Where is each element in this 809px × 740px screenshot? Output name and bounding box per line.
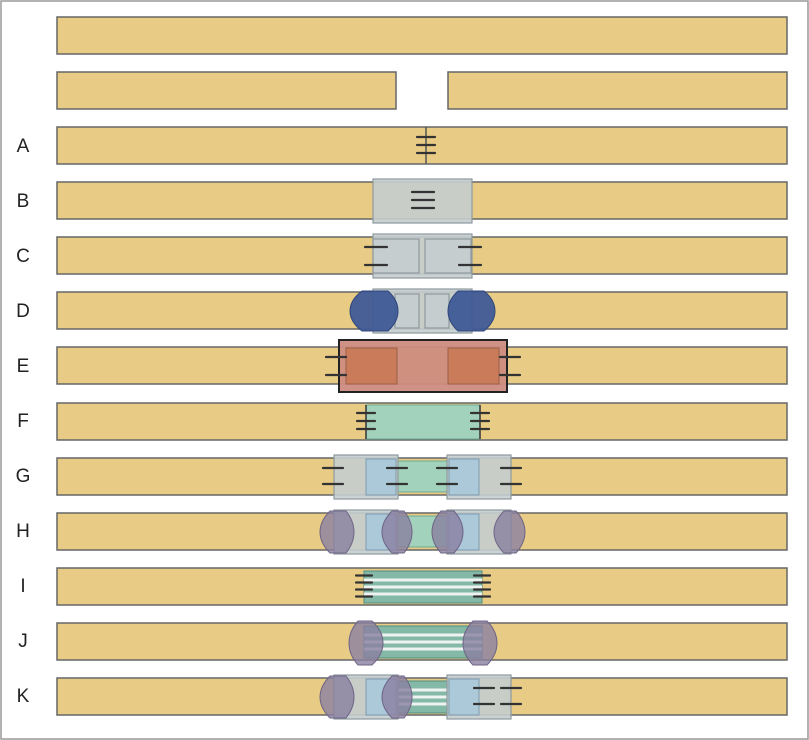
bridge-g bbox=[397, 460, 453, 493]
intact-bone bbox=[56, 16, 788, 55]
row-label-h: H bbox=[16, 521, 30, 542]
row-j: J bbox=[18, 620, 788, 666]
screw-group-k-3 bbox=[472, 686, 496, 706]
row-e: E bbox=[17, 339, 788, 393]
row-h: H bbox=[16, 509, 788, 555]
screw-group-i-right bbox=[472, 574, 492, 598]
screw-group-g-1 bbox=[321, 466, 345, 486]
end-cap-k-1 bbox=[319, 675, 355, 719]
row-c: C bbox=[16, 233, 788, 279]
row-fracture bbox=[56, 71, 788, 110]
insert-e-right bbox=[447, 347, 500, 385]
row-i: I bbox=[20, 567, 788, 606]
row-a: A bbox=[17, 126, 788, 165]
row-k: K bbox=[17, 674, 788, 720]
plate-d-right-half bbox=[424, 293, 450, 329]
row-d: D bbox=[16, 288, 788, 334]
row-f: F bbox=[17, 402, 788, 441]
row-label-i: I bbox=[20, 576, 25, 597]
row-g: G bbox=[16, 454, 788, 500]
screw-group-e-left bbox=[324, 355, 348, 377]
plate-g-left-insert bbox=[365, 458, 397, 496]
end-cap-h-1 bbox=[319, 510, 355, 554]
row-label-g: G bbox=[16, 466, 31, 487]
row-label-k: K bbox=[17, 686, 30, 707]
end-cap-j-left bbox=[348, 620, 384, 666]
row-label-b: B bbox=[17, 191, 30, 212]
plate-d-left-half bbox=[394, 293, 420, 329]
row-b: B bbox=[17, 178, 788, 224]
end-cap-h-2 bbox=[381, 510, 413, 554]
row-label-f: F bbox=[17, 411, 29, 432]
bridge-f bbox=[365, 404, 481, 440]
row-label-j: J bbox=[18, 631, 28, 652]
end-cap-h-4 bbox=[493, 510, 526, 554]
end-cap-h-3 bbox=[431, 510, 464, 554]
end-cap-j-right bbox=[462, 620, 498, 666]
screw-group-e-right bbox=[498, 355, 522, 377]
screw-group-f-right bbox=[469, 411, 491, 431]
screw-group-g-2 bbox=[385, 466, 409, 486]
row-label-a: A bbox=[17, 136, 30, 157]
row-label-d: D bbox=[16, 301, 30, 322]
screw-group-g-4 bbox=[499, 466, 523, 486]
screw-group-i-left bbox=[354, 574, 374, 598]
plate-g-right-insert bbox=[448, 458, 480, 496]
end-cap-k-2 bbox=[381, 675, 413, 719]
bone-segment-right bbox=[447, 71, 788, 110]
end-cap-d-right bbox=[447, 290, 496, 332]
screw-group-f-left bbox=[355, 411, 377, 431]
screw-group-a bbox=[415, 135, 437, 155]
screw-group-c-left bbox=[363, 245, 389, 267]
plate-k-right-insert bbox=[448, 678, 480, 716]
plate-c-right-half bbox=[424, 238, 472, 274]
row-label-c: C bbox=[16, 246, 30, 267]
end-cap-d-left bbox=[349, 290, 399, 332]
row-intact bbox=[56, 16, 788, 55]
bone-segment-left bbox=[56, 71, 397, 110]
insert-e-left bbox=[345, 347, 398, 385]
row-label-e: E bbox=[17, 356, 30, 377]
screw-group-c-right bbox=[457, 245, 483, 267]
plate-c-left-half bbox=[372, 238, 420, 274]
screw-group-g-3 bbox=[435, 466, 459, 486]
screw-group-b bbox=[410, 190, 436, 210]
screw-group-k-4 bbox=[499, 686, 523, 706]
